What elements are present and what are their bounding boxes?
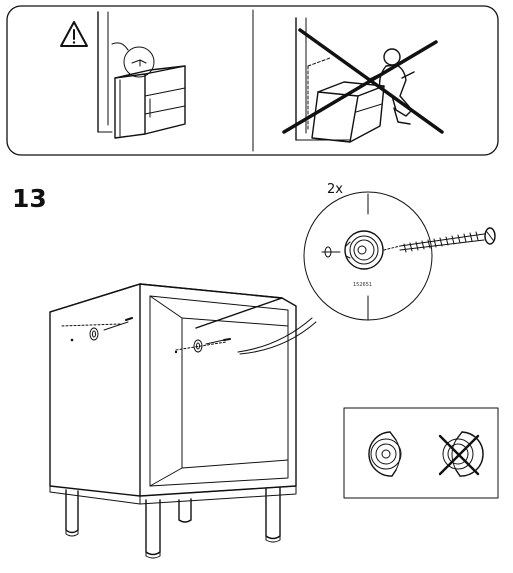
incorrect-cam-orientation xyxy=(438,431,484,477)
step-number: 13 xyxy=(12,184,47,213)
cam-orientation-inset xyxy=(343,407,499,499)
part-number: 152651 xyxy=(353,282,373,288)
inset-border xyxy=(343,407,499,499)
cabinet-legs xyxy=(65,486,281,559)
warning-triangle-icon xyxy=(60,21,88,47)
incorrect-tipping-shelf xyxy=(282,17,444,143)
quantity-label: 2x xyxy=(327,182,343,197)
cabinet-drawing xyxy=(49,283,317,559)
screw-icon xyxy=(399,227,496,253)
warning-panel-border xyxy=(6,5,499,156)
side-panel-screw xyxy=(61,317,133,342)
correct-cam-orientation xyxy=(368,431,402,477)
interior-screw xyxy=(174,338,231,354)
detail-magnifier xyxy=(303,191,496,321)
correct-wall-anchored-shelf xyxy=(97,11,186,139)
safety-warning-panel xyxy=(6,5,499,156)
